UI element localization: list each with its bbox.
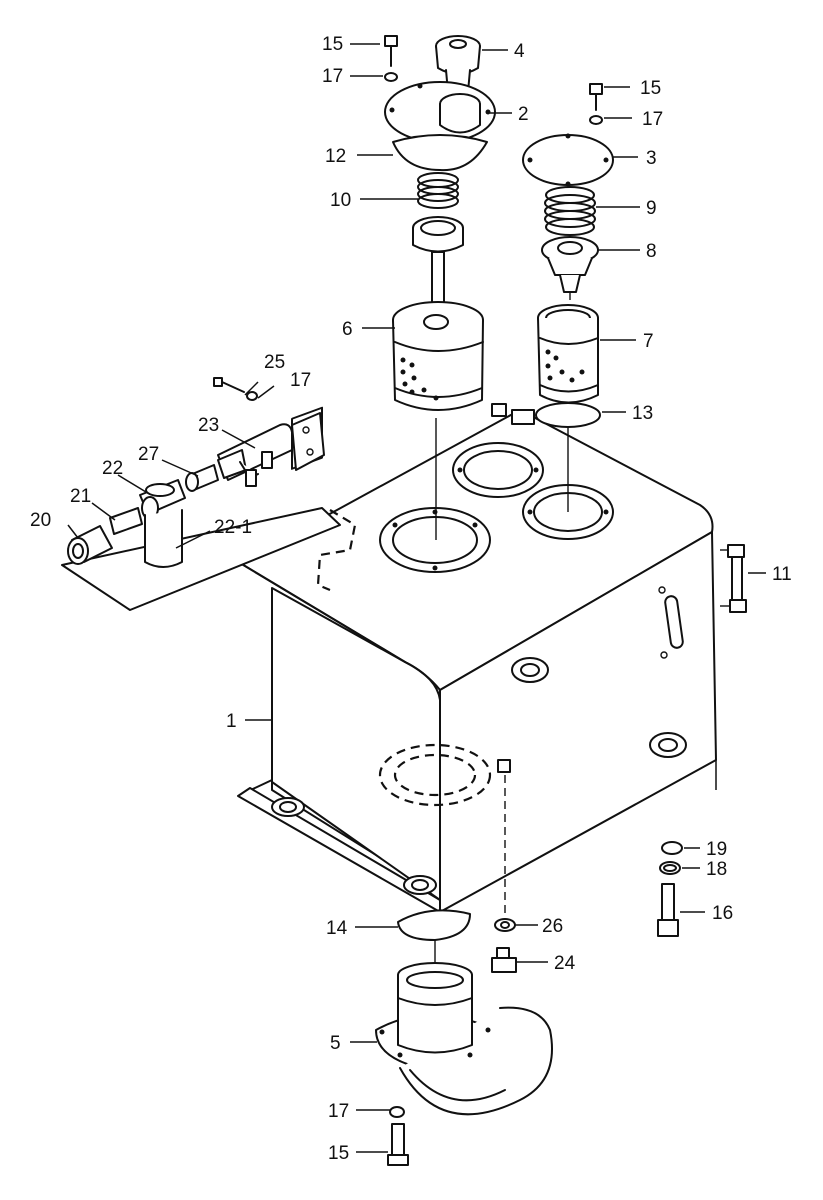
label-part-8: 8 xyxy=(646,241,657,262)
return-filter-assembly xyxy=(522,83,614,512)
label-part-15-top: 15 xyxy=(322,34,343,55)
filter-perforations-right xyxy=(545,349,585,383)
label-part-3: 3 xyxy=(646,148,657,169)
label-part-11: 11 xyxy=(772,564,792,585)
filter-perforations-left xyxy=(400,357,439,401)
level-gauge xyxy=(720,544,747,613)
label-part-17-right: 17 xyxy=(642,109,663,130)
label-part-7: 7 xyxy=(643,331,654,352)
label-part-17-bottom: 17 xyxy=(328,1101,349,1122)
part-labels: 15 17 4 2 12 10 6 15 17 3 9 8 7 13 11 1 … xyxy=(30,34,792,1164)
label-part-18: 18 xyxy=(706,859,727,880)
label-part-12: 12 xyxy=(325,146,346,167)
label-part-23: 23 xyxy=(198,415,219,436)
leader-lines xyxy=(67,43,766,1153)
label-part-4: 4 xyxy=(514,41,525,62)
label-part-13: 13 xyxy=(632,403,653,424)
label-part-10: 10 xyxy=(330,190,351,211)
label-part-9: 9 xyxy=(646,198,657,219)
label-part-20: 20 xyxy=(30,510,51,531)
label-part-22: 22 xyxy=(102,458,123,479)
label-part-15-bottom: 15 xyxy=(328,1143,349,1164)
label-part-22-1: 22-1 xyxy=(214,517,252,538)
drain-and-suction-parts xyxy=(375,759,683,1166)
label-part-17-top: 17 xyxy=(322,66,343,87)
label-part-25: 25 xyxy=(264,352,285,373)
label-part-26: 26 xyxy=(542,916,563,937)
label-part-2: 2 xyxy=(518,104,529,125)
label-part-19: 19 xyxy=(706,839,727,860)
label-part-21: 21 xyxy=(70,486,91,507)
label-part-14: 14 xyxy=(326,918,348,939)
filler-cap-assembly xyxy=(384,35,496,540)
label-part-15-right: 15 xyxy=(640,78,661,99)
label-part-24: 24 xyxy=(554,953,576,974)
label-part-16: 16 xyxy=(712,903,733,924)
label-part-1: 1 xyxy=(226,711,237,732)
label-part-17-left: 17 xyxy=(290,370,311,391)
label-part-27: 27 xyxy=(138,444,159,465)
suction-strainer-line xyxy=(61,377,341,611)
label-part-5: 5 xyxy=(330,1033,341,1054)
label-part-6: 6 xyxy=(342,319,353,340)
